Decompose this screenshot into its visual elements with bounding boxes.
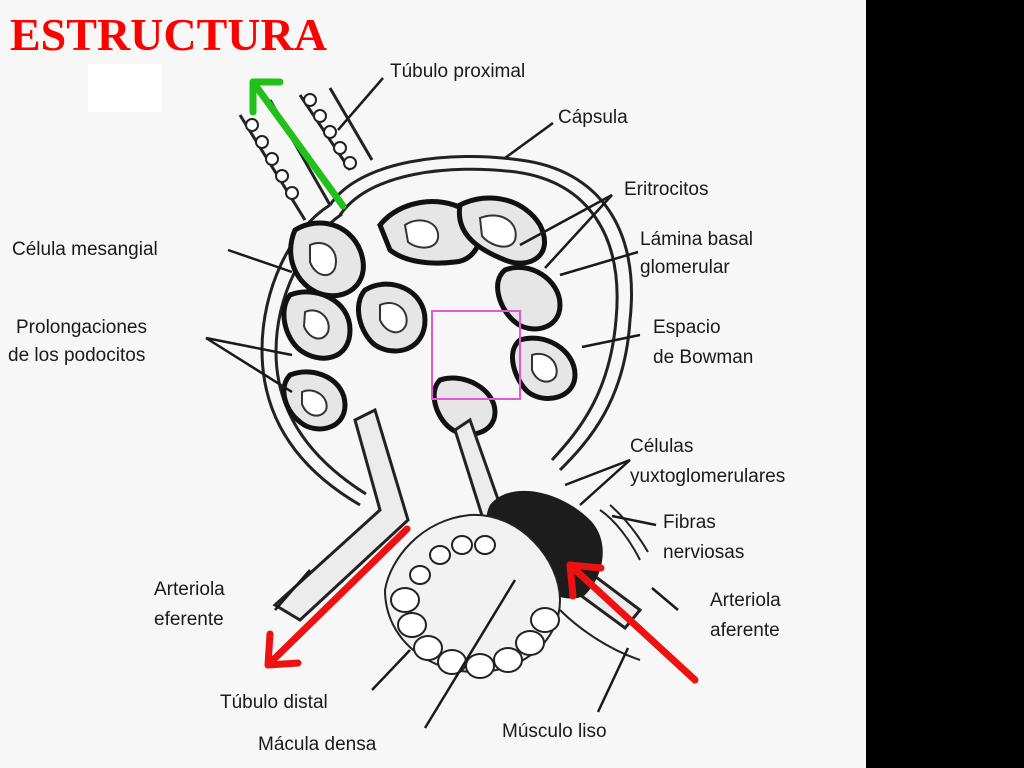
label-eritrocitos: Eritrocitos (624, 179, 708, 200)
label-capsula: Cápsula (558, 107, 628, 128)
proximal-tubule-cells (245, 93, 357, 200)
green-arrow (249, 78, 347, 210)
label-espacio-2: de Bowman (653, 347, 753, 368)
label-fibras-2: nerviosas (663, 542, 744, 563)
label-tubulo-distal: Túbulo distal (220, 692, 328, 713)
diagram-labels: Túbulo proximal Cápsula Eritrocitos Lámi… (8, 61, 785, 755)
label-macula-densa: Mácula densa (258, 734, 377, 755)
label-espacio-1: Espacio (653, 317, 721, 338)
slide: Túbulo proximal Cápsula Eritrocitos Lámi… (0, 0, 866, 768)
black-side-band (866, 0, 1024, 768)
label-prolongaciones-1: Prolongaciones (16, 317, 147, 338)
page-title: ESTRUCTURA (10, 9, 327, 60)
label-lamina-basal-2: glomerular (640, 257, 730, 278)
nerve-fibers (559, 504, 649, 661)
label-lamina-basal-1: Lámina basal (640, 229, 753, 250)
label-arteriola-aferente-1: Arteriola (710, 590, 781, 611)
label-prolongaciones-2: de los podocitos (8, 345, 145, 366)
red-arrow-efferent (264, 525, 411, 669)
label-fibras-1: Fibras (663, 512, 716, 533)
label-celulas-1: Células (630, 436, 693, 457)
label-arteriola-aferente-2: aferente (710, 620, 780, 641)
distal-tubule (383, 513, 562, 679)
capillary-lumens (301, 214, 558, 417)
label-celulas-2: yuxtoglomerulares (630, 466, 785, 487)
label-arteriola-eferente-1: Arteriola (154, 579, 225, 600)
label-musculo-liso: Músculo liso (502, 721, 607, 742)
label-leader-lines (205, 77, 679, 729)
red-arrow-afferent (566, 561, 699, 684)
label-arteriola-eferente-2: eferente (154, 609, 224, 630)
renal-corpuscle-diagram: Túbulo proximal Cápsula Eritrocitos Lámi… (8, 61, 785, 755)
label-celula-mesangial: Célula mesangial (12, 239, 158, 260)
label-tubulo-proximal: Túbulo proximal (390, 61, 525, 82)
highlight-box (431, 310, 521, 400)
blank-label-patch (88, 64, 162, 112)
